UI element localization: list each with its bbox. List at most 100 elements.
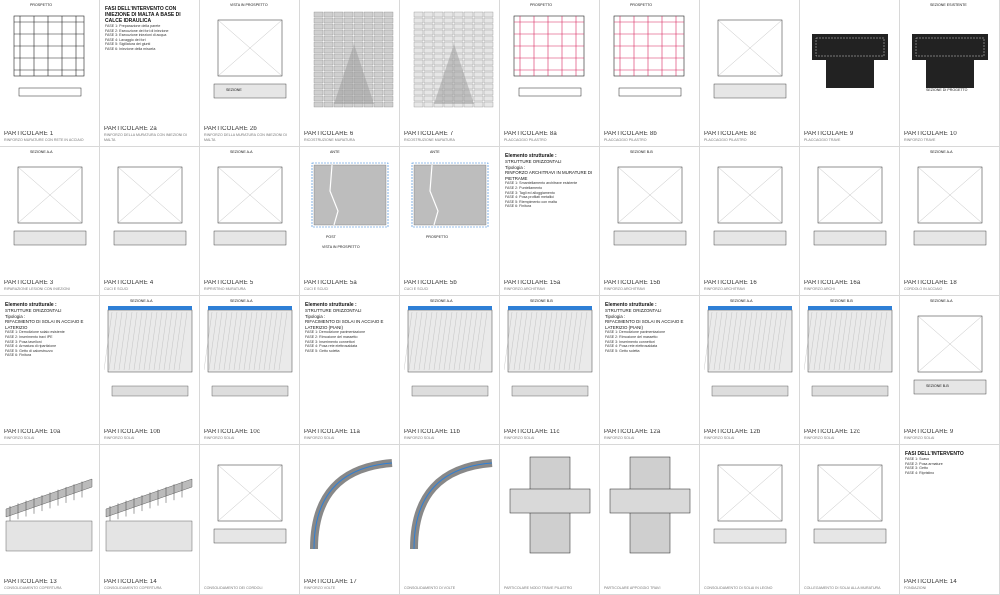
detail-panel[interactable]: CONSOLIDAMENTO DI VOLTE xyxy=(400,445,500,595)
detail-drawing xyxy=(913,315,987,395)
notes-line: FASE 2: Rimozione del massetto xyxy=(605,334,658,339)
panel-title: PARTICOLARE 12b xyxy=(704,428,761,435)
panel-title: PARTICOLARE 6 xyxy=(304,130,354,137)
detail-drawing xyxy=(912,34,988,88)
detail-drawing xyxy=(613,166,687,246)
panel-title: PARTICOLARE 5a xyxy=(304,279,357,286)
detail-panel[interactable]: CONSOLIDAMENTO DI SOLAI IN LEGNO xyxy=(700,445,800,595)
detail-panel[interactable]: PARTICOLARE NODO TRAVE PILASTRO xyxy=(500,445,600,595)
panel-title: PARTICOLARE 8c xyxy=(704,130,757,137)
panel-description: RINFORZO SOLAI xyxy=(404,435,435,440)
detail-panel[interactable]: Elemento strutturale :STRUTTURE ORIZZONT… xyxy=(500,147,600,296)
panel-description: RINFORZO ARCHITRAVI xyxy=(704,286,746,291)
detail-drawing xyxy=(404,306,493,397)
notes-subheading: Tipologia : xyxy=(5,313,26,319)
panel-description: RINFORZO SOLAI xyxy=(604,435,635,440)
panel-description: CONSOLIDAMENTO COPERTURA xyxy=(104,585,162,590)
detail-drawing xyxy=(204,306,293,397)
detail-panel[interactable]: Elemento strutturale :STRUTTURE ORIZZONT… xyxy=(600,296,700,445)
detail-drawing xyxy=(804,306,893,397)
notes-line: FASE 6: Finitura xyxy=(505,204,532,209)
notes-line: FASE 4: Posa rete elettrosaldata xyxy=(305,344,358,349)
panel-title: PARTICOLARE 16 xyxy=(704,279,757,286)
panel-title: PARTICOLARE 9 xyxy=(804,130,854,137)
panel-title: PARTICOLARE 1 xyxy=(4,130,54,137)
panel-title: PARTICOLARE 5b xyxy=(404,279,457,286)
panel-description: PLACCAGGIO PILASTRO xyxy=(604,137,647,142)
panel-description: CUCI E SCUCI xyxy=(404,286,429,291)
notes-subheading: Tipologia : xyxy=(305,313,326,319)
notes-line: FASE 1: Preparazione della parete xyxy=(105,24,161,28)
panel-description: RIPRISTINO MURATURA xyxy=(204,286,246,291)
drawing-label: SEZIONE A-A xyxy=(930,299,953,303)
panel-title: PARTICOLARE 17 xyxy=(304,578,357,585)
panel-description: RINFORZO ARCHI xyxy=(804,286,835,291)
notes-line: FASE 2: Puntellamento xyxy=(505,185,543,190)
drawing-label: SEZIONE A-A xyxy=(130,299,153,303)
panel-title: PARTICOLARE 10c xyxy=(204,428,261,435)
detail-drawing xyxy=(104,306,193,397)
notes-heading: Elemento strutturale : xyxy=(505,153,557,159)
detail-panel[interactable]: Elemento strutturale :STRUTTURE ORIZZONT… xyxy=(300,296,400,445)
panel-description: RINFORZO TRAVE xyxy=(904,137,936,142)
detail-drawing xyxy=(413,11,494,108)
detail-panel[interactable]: CONSOLIDAMENTO DEI CORDOLI xyxy=(200,445,300,595)
drawing-label: POST xyxy=(326,235,336,239)
panel-title: PARTICOLARE 12a xyxy=(604,428,661,435)
detail-drawing xyxy=(411,162,489,228)
detail-drawing xyxy=(713,464,787,544)
drawing-label: PROSPETTO xyxy=(630,3,653,7)
detail-panel[interactable]: FASI DELL'INTERVENTO CON INIEZIONE DI MA… xyxy=(100,0,200,147)
panel-description: RICOSTRUZIONE MURATURA xyxy=(304,137,355,142)
panel-description: RIPARAZIONE LESIONI CON INIEZIONI xyxy=(4,286,70,291)
detail-panel[interactable]: COLLEGAMENTO DI SOLAI ALLA MURATURA xyxy=(800,445,900,595)
notes-line: FASE 3: Posa tavelloni xyxy=(5,339,42,344)
detail-drawing xyxy=(13,166,87,246)
detail-drawing xyxy=(113,166,187,246)
panel-caption: CONSOLIDAMENTO DI SOLAI IN LEGNO xyxy=(704,585,796,590)
detail-panel[interactable]: PARTICOLARE APPOGGIO TRAVI xyxy=(600,445,700,595)
notes-line: FASE 2: Posa armature xyxy=(905,461,943,466)
detail-panel[interactable]: Elemento strutturale :STRUTTURE ORIZZONT… xyxy=(0,296,100,445)
